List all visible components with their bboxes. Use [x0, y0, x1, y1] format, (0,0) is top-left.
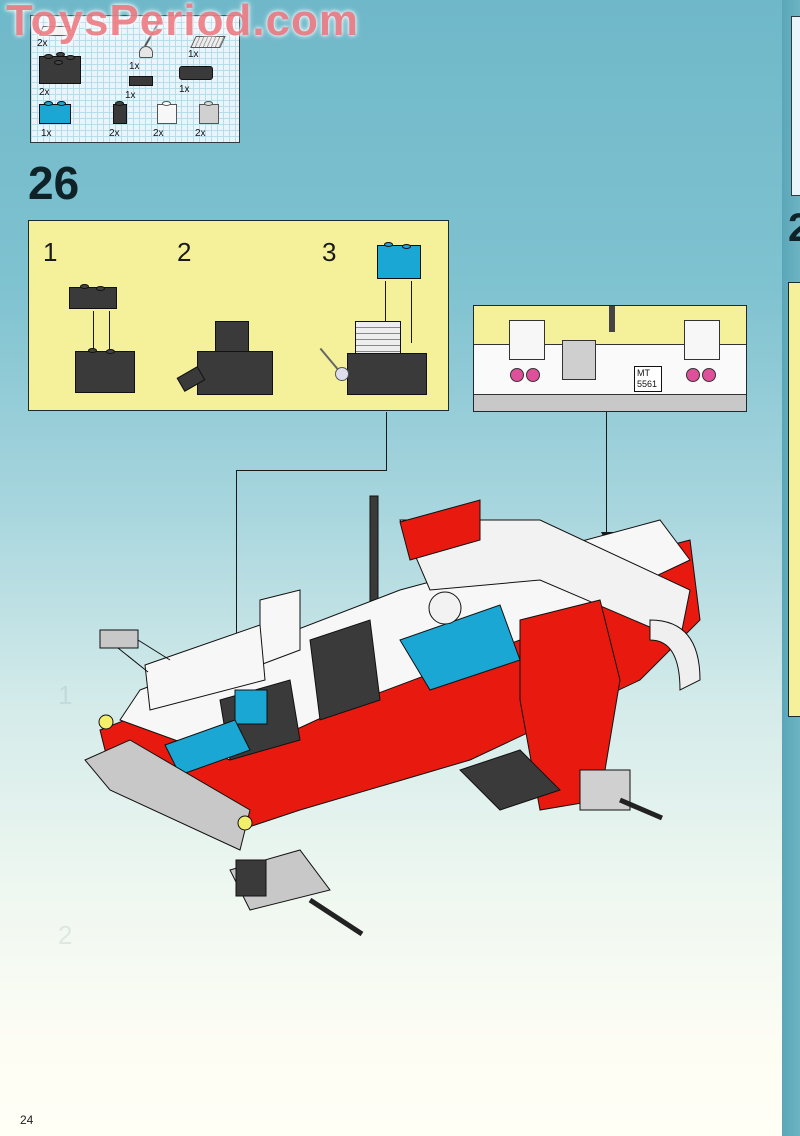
- license-plate-line2: 5561: [637, 379, 658, 389]
- exhaust-pipe: [609, 306, 615, 332]
- plate-2x2-wheel-holder: [179, 66, 213, 80]
- substep-1-label: 1: [43, 237, 58, 267]
- lever-base: [335, 367, 349, 381]
- part-qty: 2x: [37, 38, 48, 49]
- brick-2x2-base: [75, 348, 135, 393]
- brick-2x2: [39, 52, 81, 84]
- part-qty: 2x: [109, 128, 120, 139]
- watermark: ToysPeriod.com: [6, 0, 360, 45]
- assembly-arrow: [109, 311, 110, 349]
- callout-arrow: [236, 470, 237, 666]
- rear-bumper: [474, 394, 746, 411]
- tail-light: [510, 368, 524, 382]
- substep-3-label: 3: [322, 237, 337, 267]
- lever-base: [139, 46, 153, 58]
- part-qty: 2x: [39, 87, 50, 98]
- plate-1x2-clip: [129, 76, 153, 86]
- license-plate: MT 5561: [634, 366, 662, 392]
- part-qty: 1x: [188, 49, 199, 60]
- brick-1x1-white: [157, 101, 177, 124]
- arrow-head-icon: [231, 658, 243, 670]
- brick-1x2-blue: [39, 101, 71, 124]
- assembly-arrow: [411, 281, 412, 343]
- arrow-head-icon: [601, 532, 613, 544]
- next-page-substep-panel: [788, 282, 800, 717]
- part-qty: 1x: [125, 90, 136, 101]
- callout-line: [386, 412, 387, 470]
- part-qty: 1x: [179, 84, 190, 95]
- part-qty: 1x: [129, 61, 140, 72]
- next-page-step-number: 2: [788, 206, 800, 250]
- tail-light: [702, 368, 716, 382]
- part-qty: 2x: [153, 128, 164, 139]
- license-plate-line1: MT: [637, 368, 650, 378]
- callout-arrow: [606, 412, 607, 538]
- callout-line: [236, 470, 387, 471]
- substep-2-label: 2: [177, 237, 192, 267]
- step-number: 26: [28, 157, 80, 209]
- tail-light: [686, 368, 700, 382]
- page-number: 24: [20, 1113, 34, 1127]
- right-tower: [684, 320, 720, 360]
- part-qty: 1x: [41, 128, 52, 139]
- bleed-through-mark: 2: [58, 920, 73, 950]
- assembly-base: [347, 353, 427, 395]
- brick-1x1-headlight: [113, 101, 127, 124]
- tail-light: [526, 368, 540, 382]
- part-qty: 2x: [195, 128, 206, 139]
- assembly-arrow: [93, 311, 94, 351]
- blue-brick-1x2: [377, 242, 421, 279]
- rear-detail-view: MT 5561: [473, 305, 747, 412]
- substep-panel: 1 2 3: [28, 220, 449, 411]
- next-page-parts-box: [791, 16, 800, 196]
- parts-inventory: 2x 1x 1x 2x 1x 1x 1x 2x 2x 2x: [30, 15, 240, 143]
- vent-tile: [562, 340, 596, 380]
- assembly-arrow: [385, 281, 386, 323]
- left-tower: [509, 320, 545, 360]
- bleed-through-mark: 1: [58, 680, 73, 710]
- plate-wheel-holder: [69, 284, 117, 309]
- brick-1x1-light-gray: [199, 101, 219, 124]
- assembly-base: [197, 351, 273, 395]
